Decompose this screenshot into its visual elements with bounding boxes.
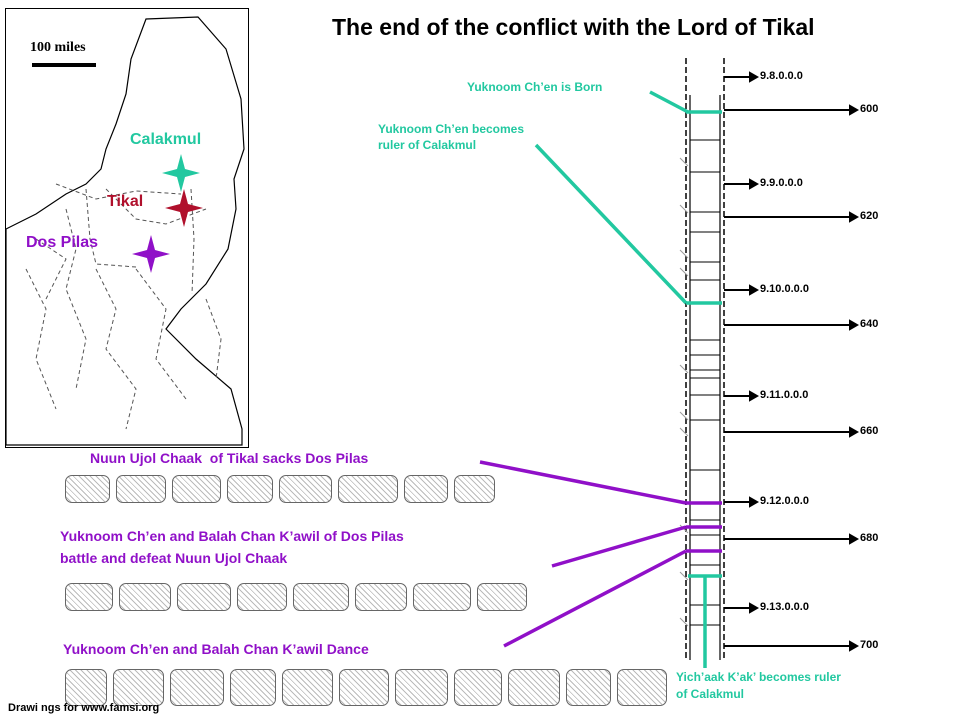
scale-label: 100 miles [30, 40, 86, 55]
tikal-marker-icon [165, 189, 203, 227]
year-label: 660 [860, 425, 879, 437]
event-ruler-line2: ruler of Calakmul [378, 138, 477, 152]
long-count-label: 9.13.0.0.0 [760, 601, 809, 613]
credit-text: Drawi ngs for www.famsi.org [8, 702, 160, 714]
year-label: 700 [860, 639, 879, 651]
page-title: The end of the conflict with the Lord of… [332, 14, 815, 40]
map-outline [6, 16, 245, 446]
dos-pilas-marker-icon [132, 235, 170, 273]
year-label: 640 [860, 318, 879, 330]
glyph-strip-battle [62, 578, 542, 616]
long-count-label: 9.12.0.0.0 [760, 495, 809, 507]
event-yichaak-line1: Yich’aak K’ak’ becomes ruler [676, 670, 841, 684]
city-label-tikal: Tikal [107, 193, 144, 210]
year-label: 680 [860, 532, 879, 544]
year-label: 620 [860, 210, 879, 222]
city-label-dos-pilas: Dos Pilas [26, 234, 99, 251]
glyph-strip-sack [62, 470, 498, 508]
glyph-strip-dance [62, 662, 670, 712]
city-label-calakmul: Calakmul [130, 131, 202, 148]
calakmul-marker-icon [162, 154, 200, 192]
long-count-label: 9.10.0.0.0 [760, 283, 809, 295]
event-battle-line2: battle and defeat Nuun Ujol Chaak [60, 550, 288, 566]
long-count-label: 9.9.0.0.0 [760, 177, 803, 189]
event-sack: Nuun Ujol Chaak of Tikal sacks Dos Pilas [90, 450, 369, 466]
year-label: 600 [860, 103, 879, 115]
event-ruler-line1: Yuknoom Ch’en becomes [378, 122, 525, 136]
event-battle-line1: Yuknoom Ch’en and Balah Chan K’awil of D… [60, 528, 404, 544]
event-dance: Yuknoom Ch’en and Balah Chan K’awil Danc… [63, 641, 369, 657]
long-count-label: 9.11.0.0.0 [760, 389, 809, 401]
scale-bar [32, 63, 96, 67]
event-yichaak-line2: of Calakmul [676, 687, 745, 701]
event-born: Yuknoom Ch’en is Born [467, 80, 603, 94]
map-panel [5, 8, 249, 448]
long-count-label: 9.8.0.0.0 [760, 70, 803, 82]
